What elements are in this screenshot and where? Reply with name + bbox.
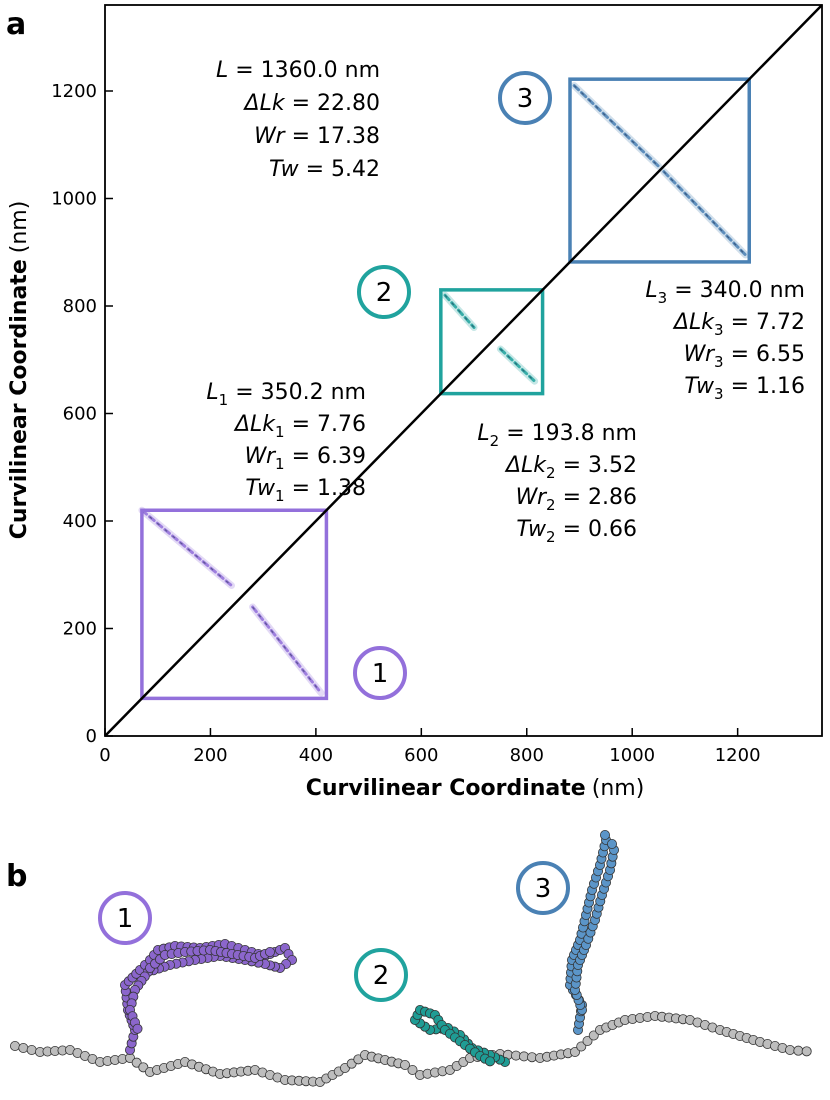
- x-tick-label: 200: [193, 745, 227, 766]
- global-stats: L = 1360.0 nm ΔLk = 22.80 Wr = 17.38 Tw = 5…: [216, 58, 380, 182]
- region-circle-2-ring: [357, 265, 411, 319]
- y-tick-label: 1200: [51, 81, 97, 102]
- contact-streak-core: [252, 606, 322, 694]
- region-circle-2-label: 2: [376, 278, 393, 308]
- global-stats-line: ΔLk = 22.80: [243, 91, 380, 116]
- backbone: [9, 1011, 812, 1088]
- region-3-strand-a-bead: [600, 830, 611, 841]
- region-3-stats-line: Tw3 = 1.16: [684, 374, 805, 403]
- backbone-bead: [26, 1045, 37, 1056]
- y-tick-label: 400: [63, 511, 97, 532]
- panel-b-circle-3-ring: [516, 861, 570, 915]
- region-layer: [138, 77, 751, 701]
- panel-label-b: b: [6, 859, 27, 894]
- contact-streak: [251, 605, 323, 695]
- backbone-bead: [588, 1030, 599, 1041]
- region-1-strand-bead: [264, 947, 275, 958]
- contact-streak: [498, 347, 537, 383]
- plot-frame: [104, 4, 823, 737]
- region-1-loop-bead: [132, 1023, 143, 1034]
- contact-streak: [572, 84, 661, 168]
- diagonal-line: [104, 4, 823, 737]
- x-tick-label: 0: [99, 745, 110, 766]
- region-box-2: [439, 288, 545, 396]
- y-tick-label: 200: [63, 619, 97, 640]
- region-2-stats-line: L2 = 193.8 nm: [477, 421, 637, 450]
- contact-streak: [662, 170, 748, 257]
- region-1-stats-line: L1 = 350.2 nm: [206, 380, 366, 409]
- global-stats-line: Tw = 5.42: [269, 157, 380, 182]
- x-axis-label-unit: (nm): [592, 776, 645, 801]
- region-1-stats-line: ΔLk1 = 7.76: [233, 412, 366, 441]
- region-2-stats-line: Tw2 = 0.66: [516, 517, 637, 546]
- region-circle-1-ring: [353, 646, 407, 700]
- backbone-bead: [582, 1036, 593, 1047]
- region-circle-3-ring: [498, 71, 552, 125]
- backbone-bead: [801, 1046, 812, 1057]
- region-2-loop-bead: [484, 1056, 495, 1067]
- y-tick-label: 0: [86, 726, 97, 747]
- region-circle-3-label: 3: [517, 84, 534, 114]
- region-2-loop: [409, 1005, 510, 1068]
- x-tick-label: 1000: [609, 745, 655, 766]
- backbone-bead: [793, 1045, 804, 1056]
- backbone-bead: [576, 1041, 587, 1052]
- region-3-stats-line: ΔLk3 = 7.72: [672, 310, 805, 339]
- backbone-bead: [399, 1060, 410, 1071]
- region-1-stats-line: Wr1 = 6.39: [245, 444, 366, 473]
- contact-streak-core: [444, 294, 475, 328]
- x-axis-label: Curvilinear Coordinate(nm): [306, 776, 645, 801]
- region-3-stats-line: Wr3 = 6.55: [684, 342, 805, 371]
- region-2-stats-line: ΔLk2 = 3.52: [504, 453, 637, 482]
- x-tick-label: 400: [299, 745, 333, 766]
- y-tick-label: 1000: [51, 189, 97, 210]
- panel-b-circle-3-label: 3: [535, 874, 552, 904]
- y-tick-label: 600: [63, 404, 97, 425]
- x-tick-label: 800: [510, 745, 544, 766]
- global-stats-line: L = 1360.0 nm: [216, 58, 380, 83]
- x-axis-label-bold: Curvilinear Coordinate: [306, 776, 586, 801]
- region-2-stats-line: Wr2 = 2.86: [516, 485, 637, 514]
- region-1-stats-line: Tw1 = 1.38: [245, 476, 366, 505]
- backbone-bead: [18, 1043, 29, 1054]
- region-markers-b: 1 2 3: [98, 861, 570, 1002]
- backbone-bead: [9, 1041, 20, 1052]
- x-tick-label: 1200: [715, 745, 761, 766]
- y-tick-label: 800: [63, 296, 97, 317]
- region-markers-a: 1 2 3: [353, 71, 552, 700]
- panel-b-circle-1-label: 1: [117, 904, 134, 934]
- panel-label-a: a: [6, 7, 26, 42]
- contact-streak: [140, 508, 234, 587]
- region-circle-1-label: 1: [372, 659, 389, 689]
- region-box-1: [140, 508, 329, 701]
- region-3-stats-line: L3 = 340.0 nm: [645, 278, 805, 307]
- y-axis-label-unit: (nm): [7, 201, 32, 254]
- x-tick-label: 600: [404, 745, 438, 766]
- region-box-3: [568, 77, 751, 264]
- panel-b-circle-1-ring: [98, 891, 152, 945]
- region-1-strand: [144, 945, 275, 974]
- panel-b-circle-2-label: 2: [373, 961, 390, 991]
- region-3-strand-b: [570, 839, 620, 1016]
- backbone-bead: [407, 1065, 418, 1076]
- backbone-bead: [785, 1045, 796, 1056]
- y-axis-label-bold: Curvilinear Coordinate: [7, 259, 32, 539]
- polymer-rendering: 1 2 3: [9, 830, 812, 1088]
- y-axis-label: Curvilinear Coordinate (nm): [7, 201, 32, 540]
- polymer-chain: [9, 830, 812, 1088]
- global-stats-line: Wr = 17.38: [254, 124, 380, 149]
- backbone-bead: [570, 1047, 581, 1058]
- region-3-strand-b-bead: [607, 839, 618, 850]
- panel-b-circle-2-ring: [354, 948, 408, 1002]
